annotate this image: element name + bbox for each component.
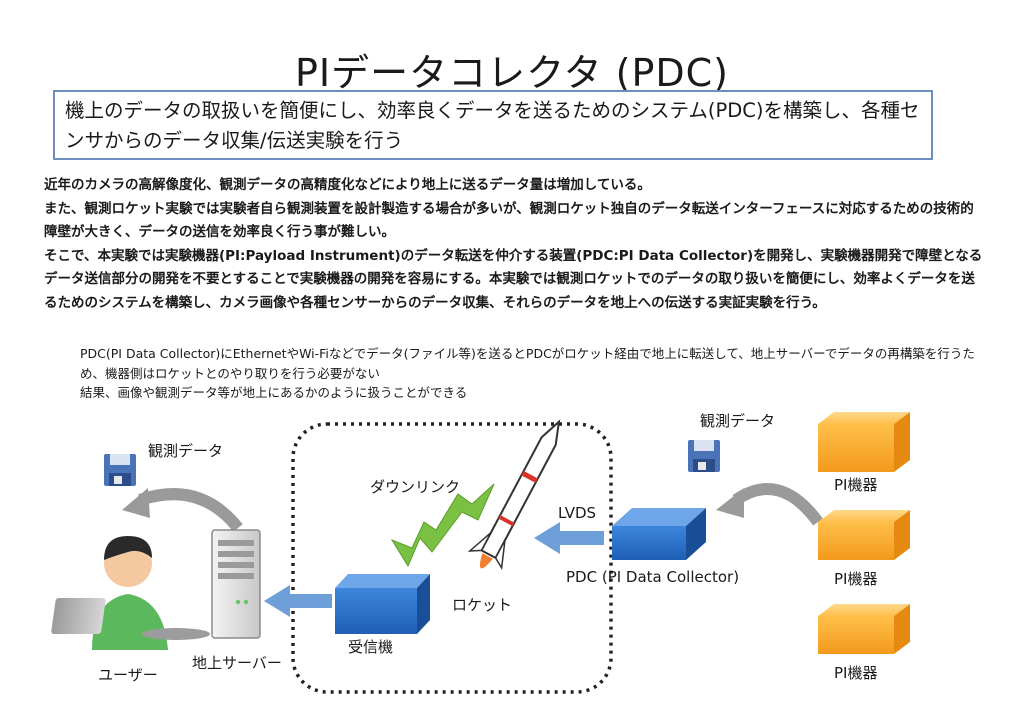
- summary-text: 機上のデータの取扱いを簡便にし、効率良くデータを送るためのシステム(PDC)を構…: [65, 99, 920, 152]
- user-label: ユーザー: [98, 666, 158, 684]
- body-paragraph: また、観測ロケット実験では実験者自ら観測装置を設計製造する場合が多いが、観測ロケ…: [44, 200, 974, 241]
- user-icon: [51, 536, 210, 650]
- pi-instrument-label: PI機器: [834, 476, 878, 494]
- ground-server-icon: [211, 529, 261, 639]
- lvds-label: LVDS: [558, 504, 597, 522]
- receiver-cube: [335, 574, 430, 634]
- pi-instrument-cube: [818, 604, 910, 654]
- rocket-label: ロケット: [452, 596, 513, 614]
- ground-data-label: 観測データ: [148, 442, 224, 460]
- receiver-label: 受信機: [348, 638, 394, 656]
- curved-arrow-to-user: [122, 488, 243, 532]
- body-paragraph: 近年のカメラの高解像度化、観測データの高精度化などにより地上に送るデータ量は増加…: [44, 177, 651, 193]
- note-text: PDC(PI Data Collector)にEthernetやWi-Fiなどで…: [80, 344, 980, 403]
- rocket-icon: [467, 419, 561, 571]
- note-paragraph: 結果、画像や観測データ等が地上にあるかのように扱うことができる: [80, 385, 468, 400]
- downlink-arrow: [390, 483, 495, 568]
- body-paragraph: そこで、本実験では実験機器(PI:Payload Instrument)のデータ…: [44, 247, 983, 311]
- pi-instrument-label: PI機器: [834, 664, 878, 682]
- ground-data-floppy-icon: [104, 454, 136, 486]
- arrow-receiver-to-server: [264, 585, 332, 617]
- note-paragraph: PDC(PI Data Collector)にEthernetやWi-Fiなどで…: [80, 346, 975, 381]
- pi-data-floppy-icon: [688, 440, 720, 472]
- pi-data-label: 観測データ: [700, 412, 776, 430]
- pdc-label: PDC (PI Data Collector): [566, 568, 740, 586]
- downlink-label: ダウンリンク: [370, 478, 461, 496]
- page-title: PIデータコレクタ (PDC): [294, 51, 730, 95]
- lvds-arrow: [534, 522, 604, 554]
- pdc-cube: [612, 508, 706, 560]
- pi-instrument-cube: [818, 510, 910, 560]
- curved-arrow-to-pdc: [716, 483, 823, 526]
- pi-instrument-cube: [818, 412, 910, 472]
- ground-server-label: 地上サーバー: [192, 654, 282, 672]
- pi-instrument-label: PI機器: [834, 570, 878, 588]
- summary-box: 機上のデータの取扱いを簡便にし、効率良くデータを送るためのシステム(PDC)を構…: [53, 90, 933, 160]
- body-text: 近年のカメラの高解像度化、観測データの高精度化などにより地上に送るデータ量は増加…: [44, 174, 984, 315]
- rocket-segment-boundary: [291, 422, 613, 694]
